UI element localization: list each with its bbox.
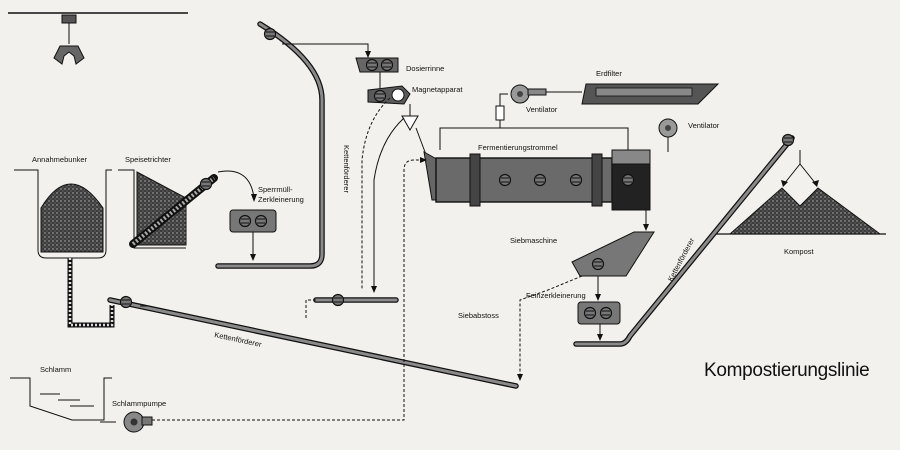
erdfilter: Erdfilter [581, 69, 720, 105]
label-ventilator-right: Ventilator [688, 121, 720, 130]
flow-line-scrap [373, 117, 405, 290]
label-feinzerkleinerung: Feinzerkleinerung [526, 291, 586, 300]
ventilator-right: Ventilator [658, 118, 720, 152]
ventilator-top: Ventilator [510, 84, 582, 114]
small-conveyor [305, 293, 399, 318]
schlammpumpe: Schlammpumpe [112, 399, 166, 433]
label-magnetapparat: Magnetapparat [412, 85, 463, 94]
label-speisetrichter: Speisetrichter [125, 155, 171, 164]
dosierrinne: Dosierrinne [355, 57, 444, 73]
flow-arrow [217, 170, 255, 199]
fermentierungstrommel: Fermentierungstrommel [423, 143, 651, 211]
label-schlammpumpe: Schlammpumpe [112, 399, 166, 408]
label-sperrmuell-1: Sperrmüll- [258, 185, 293, 194]
bunker-drain-pipe [67, 258, 115, 328]
flow-line-metal [361, 97, 391, 290]
label-annahmebunker: Annahmebunker [32, 155, 88, 164]
feinzerkleinerung: Feinzerkleinerung [526, 291, 621, 325]
sperrmuell-zerkleinerung: Sperrmüll- Zerkleinerung [229, 185, 304, 261]
label-siebabstoss: Siebabstoss [458, 311, 499, 320]
magnetapparat: Magnetapparat [367, 85, 463, 105]
annahmebunker: Annahmebunker [14, 155, 112, 259]
kettenfoerderer-vertical: Kettenförderer [215, 21, 351, 269]
label-schlamm: Schlamm [40, 365, 71, 374]
diagram-title: Kompostierungslinie [704, 360, 869, 381]
flow-line-dosier [282, 43, 369, 54]
kompost-heap: Kompost [716, 187, 886, 256]
label-ventilator-top: Ventilator [526, 105, 558, 114]
kettenfoerderer-diagonal: Kettenförderer [107, 295, 519, 389]
sludge-pipe [152, 159, 424, 421]
air-duct [439, 93, 508, 150]
schlamm-tank: Schlamm [10, 365, 112, 421]
crane-grab [8, 12, 188, 65]
schraubenfoerderer [129, 174, 218, 248]
label-fermentierungstrommel: Fermentierungstrommel [478, 143, 558, 152]
label-sperrmuell-2: Zerkleinerung [258, 195, 304, 204]
label-dosierrinne: Dosierrinne [406, 64, 444, 73]
label-siebmaschine: Siebmaschine [510, 236, 557, 245]
speisetrichter: Speisetrichter [118, 155, 187, 249]
label-kompost: Kompost [784, 247, 815, 256]
label-erdfilter: Erdfilter [596, 69, 622, 78]
siebmaschine: Siebmaschine [510, 231, 655, 277]
label-kettenfoerderer-vertical: Kettenförderer [342, 145, 351, 193]
splitter [401, 104, 419, 132]
flow-line-siebabstoss [519, 275, 583, 378]
